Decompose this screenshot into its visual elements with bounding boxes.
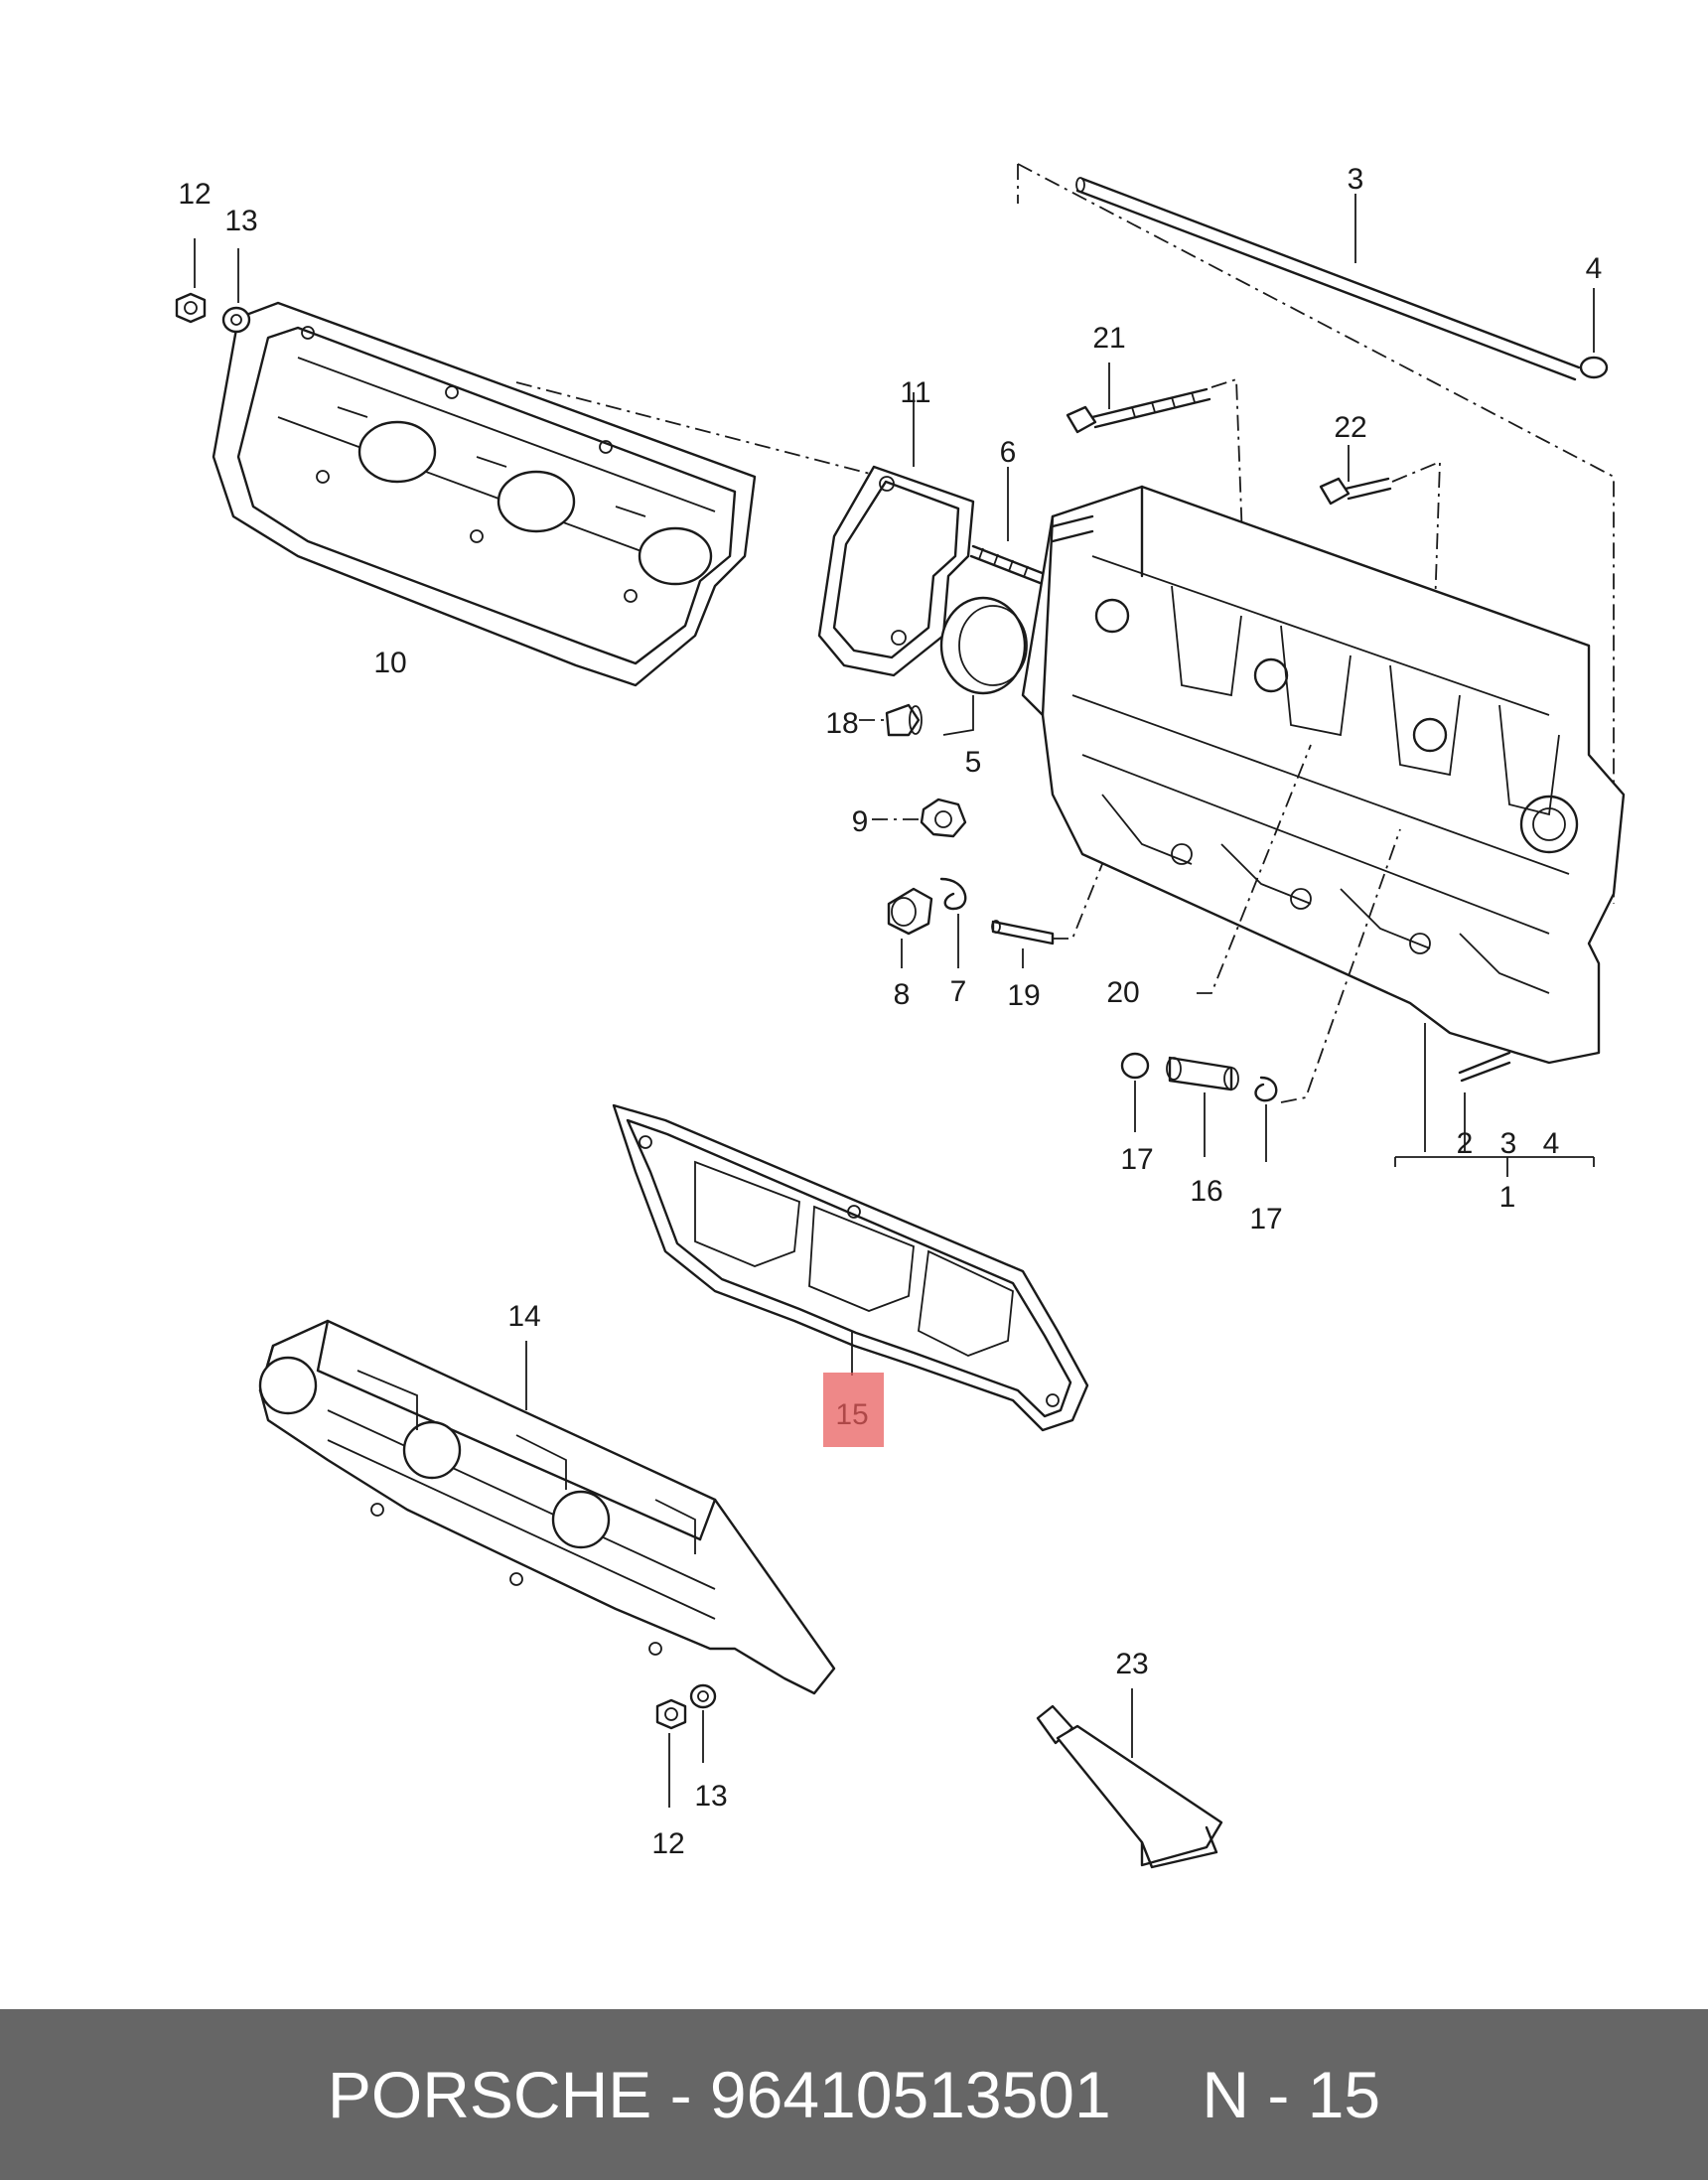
sealant-tube-part-23	[1036, 1704, 1223, 1869]
bolt-part-21	[1066, 387, 1211, 434]
callout-label: 9	[852, 805, 869, 838]
callout-label: 1	[1499, 1181, 1516, 1214]
callout-label: 12	[178, 178, 211, 211]
highlighted-callout-marker	[823, 1373, 884, 1447]
callout-label: 7	[950, 975, 967, 1008]
cover-part-14	[258, 1319, 836, 1695]
washer-part-13-top	[221, 306, 251, 334]
nut-part-12-top	[175, 292, 207, 324]
washer-part-13-bottom	[689, 1683, 717, 1709]
callout-label: 19	[1007, 979, 1040, 1012]
callout-label: 13	[224, 205, 257, 237]
shaft-part-3	[1075, 177, 1581, 381]
callout-label: 12	[651, 1827, 684, 1860]
brand-name: PORSCHE	[327, 2058, 652, 2131]
callout-label: 21	[1092, 322, 1125, 355]
nut-part-12-bottom	[655, 1698, 687, 1730]
part-info-footer: PORSCHE - 96410513501 N - 15	[0, 2009, 1708, 2180]
callout-label: 3	[1500, 1127, 1517, 1160]
cylinder-head-part-1	[1021, 485, 1626, 1083]
callout-label: 11	[900, 376, 930, 409]
cap-part-5	[939, 596, 1028, 695]
footer-caption: PORSCHE - 96410513501 N - 15	[327, 2058, 1381, 2131]
bolt-part-22	[1319, 477, 1392, 506]
callout-label: 14	[507, 1300, 540, 1333]
plug-part-18	[885, 703, 923, 737]
callout-label: 20	[1106, 976, 1139, 1009]
callout-label: 17	[1120, 1143, 1153, 1176]
gasket-part-15	[612, 1103, 1089, 1432]
pin-part-19	[991, 920, 1055, 945]
callout-label: 6	[1000, 436, 1017, 469]
diagram-code: N - 15	[1202, 2058, 1381, 2131]
washer-part-17-left	[1120, 1052, 1150, 1080]
callout-label: 18	[825, 707, 858, 740]
callout-label: 8	[894, 978, 911, 1011]
callout-label: 10	[373, 647, 406, 679]
callout-label: 13	[694, 1780, 727, 1813]
sleeve-part-8	[887, 887, 933, 936]
part-number: 96410513501	[709, 2058, 1111, 2131]
callout-label: 5	[965, 746, 982, 779]
callout-label: 3	[1348, 163, 1364, 196]
callout-label: 2	[1457, 1127, 1474, 1160]
callout-label: 4	[1543, 1127, 1560, 1160]
callout-label: 4	[1586, 252, 1603, 285]
sleeve-part-16	[1166, 1056, 1239, 1091]
nut-part-9	[920, 798, 967, 838]
callout-labels: 12 13 3 4 21 11 6 22 10 18 5 9 8 7 19 20…	[178, 163, 1602, 1860]
callout-label: 23	[1115, 1648, 1148, 1680]
exploded-parts-diagram: 12 13 3 4 21 11 6 22 10 18 5 9 8 7 19 20…	[175, 163, 1626, 1869]
callout-label: 22	[1334, 411, 1366, 444]
clip-part-7	[939, 877, 967, 911]
gasket-part-11	[817, 465, 975, 677]
callout-label: 16	[1190, 1175, 1222, 1208]
callout-label: 17	[1249, 1203, 1282, 1235]
camshaft-cover-part-10	[212, 301, 757, 687]
plug-part-4	[1579, 356, 1609, 379]
clip-part-17-right	[1254, 1076, 1278, 1102]
